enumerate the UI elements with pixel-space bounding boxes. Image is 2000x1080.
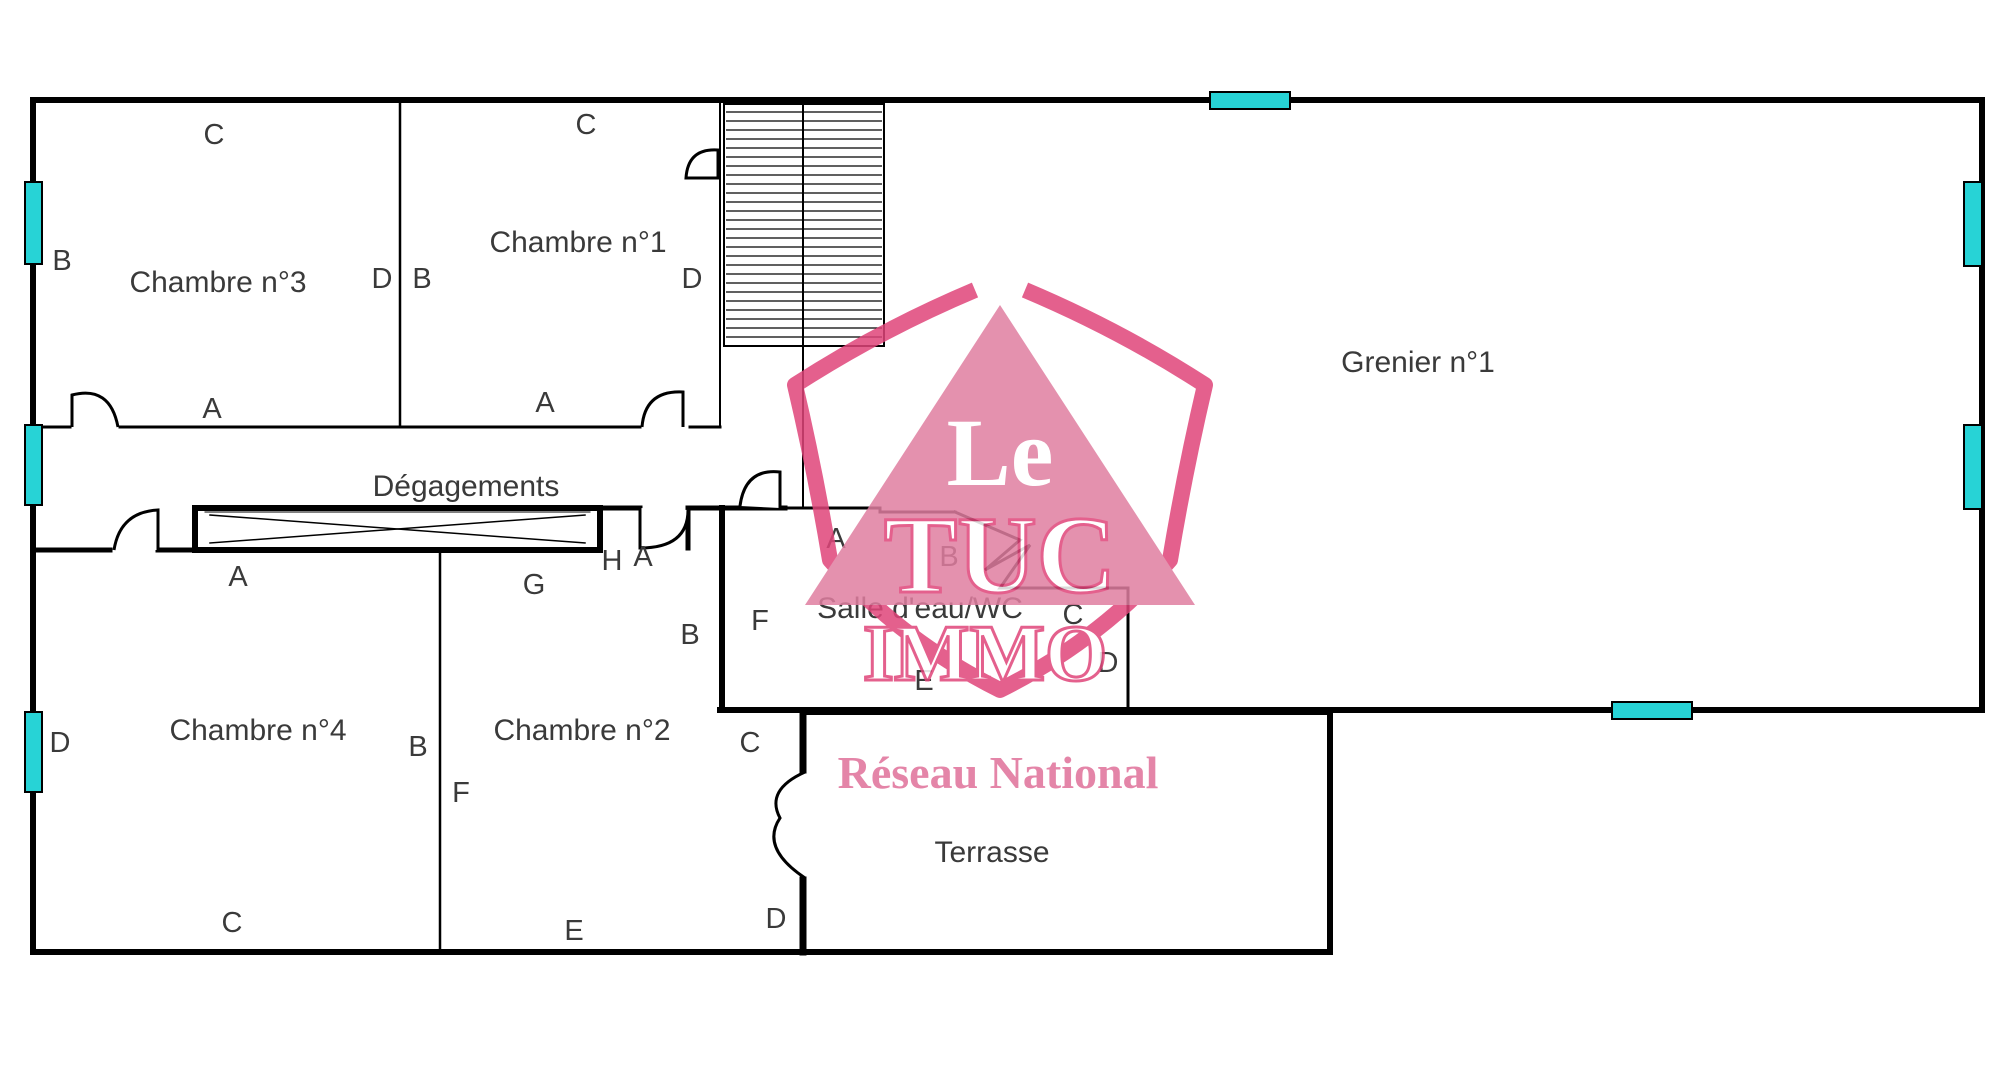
room-label-degagements: Dégagements <box>373 470 560 503</box>
door-ch3 <box>70 391 120 428</box>
staircase <box>723 103 885 347</box>
wall-label-ch3-d: D <box>372 263 393 295</box>
window-top <box>1209 91 1291 110</box>
wall-label-se-c: C <box>1063 599 1084 631</box>
room-label-chambre4: Chambre n°4 <box>169 714 346 747</box>
wall-label-se-f: F <box>751 605 769 637</box>
door-ch1-stairs <box>684 148 720 180</box>
wall-label-ch3-b: B <box>52 245 71 277</box>
watermark-tagline: Réseau National <box>838 747 1159 798</box>
room-label-chambre1: Chambre n°1 <box>489 226 666 259</box>
wall-label-ch1-d: D <box>682 263 703 295</box>
door-ch2 <box>638 508 690 550</box>
wall-label-ch4-d: D <box>50 727 71 759</box>
wall-label-deg-a-right: A <box>633 541 653 573</box>
closet <box>192 505 603 553</box>
wall-label-ch1-c: C <box>576 109 597 141</box>
watermark-line2: TUC <box>884 494 1116 616</box>
wall-label-ch2-c: C <box>740 727 761 759</box>
window-left-2 <box>24 424 43 506</box>
wall-label-ch2-f: F <box>452 777 470 809</box>
door-ch4 <box>112 508 160 551</box>
wall-label-ch2-b-top: B <box>680 619 699 651</box>
wall-label-deg-a-left: A <box>228 561 248 593</box>
room-label-grenier1: Grenier n°1 <box>1341 346 1495 379</box>
wall-label-ch1-a: A <box>535 387 555 419</box>
wall-label-se-e: E <box>914 665 933 697</box>
watermark-triangle-icon <box>805 305 1195 605</box>
door-terrasse <box>772 770 806 880</box>
wall-label-deg-g: G <box>523 569 546 601</box>
room-label-chambre3: Chambre n°3 <box>129 266 306 299</box>
window-right-2 <box>1963 424 1983 510</box>
closet-cross-2 <box>209 514 586 544</box>
wall-label-ch1-b: B <box>412 263 431 295</box>
watermark-line1: Le <box>947 399 1054 506</box>
wall-label-ch2-e: E <box>564 915 583 947</box>
door-salle-eau <box>738 470 782 508</box>
outer-wall-top <box>30 97 1985 713</box>
wall-label-se-d: D <box>1098 647 1119 679</box>
stair-steps <box>726 111 882 338</box>
window-right-1 <box>1963 181 1983 267</box>
watermark-line3: IMMO <box>863 610 1107 698</box>
room-label-terrasse: Terrasse <box>934 836 1049 869</box>
wall-label-ch3-a: A <box>202 393 222 425</box>
wall-label-deg-h: H <box>602 545 623 577</box>
wall-label-ch4-c: C <box>222 907 243 939</box>
window-left-3 <box>24 711 43 793</box>
door-ch1 <box>640 390 685 428</box>
window-bottom <box>1611 701 1693 720</box>
wall-label-ch2-d: D <box>766 903 787 935</box>
windows <box>24 91 1983 793</box>
room-label-chambre2: Chambre n°2 <box>493 714 670 747</box>
watermark-shield-icon <box>787 282 1213 698</box>
wall-labels: C B D A C B D A A G H A A B C D E F B D … <box>50 109 1119 947</box>
window-left-1 <box>24 181 43 265</box>
wall-label-ch3-c: C <box>204 119 225 151</box>
watermark-logo: Le TUC IMMO Réseau National <box>787 282 1213 798</box>
wall-label-ch4-b: B <box>408 731 427 763</box>
doors <box>70 148 806 880</box>
